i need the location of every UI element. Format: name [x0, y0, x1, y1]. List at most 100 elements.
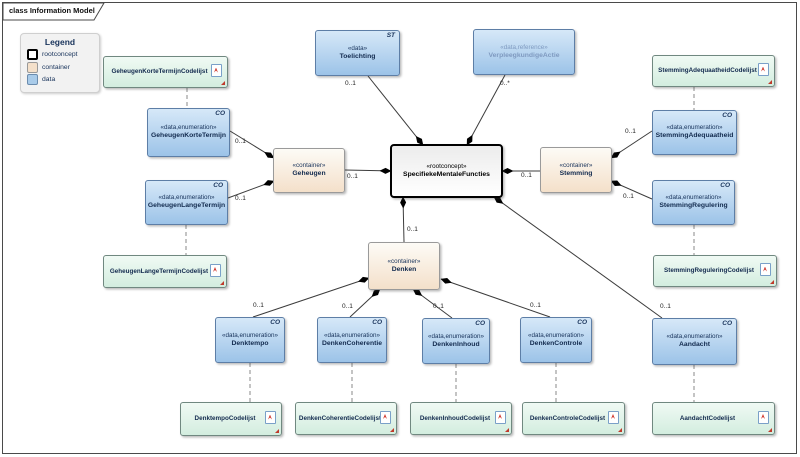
multiplicity-label: 0..1 — [235, 195, 246, 202]
node-stemming[interactable]: «container» Stemming — [540, 147, 612, 193]
node-denken[interactable]: «container» Denken — [368, 242, 440, 290]
codelist-denken-controle[interactable]: DenkenControleCodelijst — [522, 402, 625, 435]
node-geheugen-lange-termijn[interactable]: CO «data,enumeration» GeheugenLangeTermi… — [145, 180, 228, 225]
corner-badge: CO — [577, 319, 587, 326]
stereotype-label: «data,enumeration» — [221, 331, 278, 339]
node-toelichting[interactable]: ST «data» Toelichting — [315, 30, 400, 76]
container-swatch-icon — [27, 61, 38, 73]
document-icon — [211, 63, 222, 77]
node-name: Geheugen — [292, 170, 326, 178]
data-swatch-icon — [27, 74, 38, 85]
node-denken-inhoud[interactable]: CO «data,enumeration» DenkenInhoud — [422, 318, 490, 364]
node-name: DenktempoCodelijst — [194, 415, 256, 423]
node-name: AandachtCodelijst — [679, 414, 736, 422]
stereotype-label: «data,enumeration» — [427, 332, 484, 340]
stereotype-label: «container» — [559, 161, 593, 169]
document-icon — [758, 410, 769, 424]
legend-item-container: container — [27, 61, 93, 73]
node-geheugen[interactable]: «container» Geheugen — [273, 148, 345, 193]
node-name: Stemming — [559, 169, 593, 177]
node-denken-coherentie[interactable]: CO «data,enumeration» DenkenCoherentie — [317, 317, 387, 363]
node-specifieke-mentale-functies[interactable]: «rootconcept» SpecifiekeMentaleFuncties — [390, 144, 503, 198]
legend: Legend rootconcept container data — [20, 33, 100, 93]
node-name: DenkenCoherentieCodelijst — [298, 414, 382, 422]
multiplicity-label: 0..1 — [530, 302, 541, 309]
node-name: DenkenControleCodelijst — [529, 414, 606, 422]
multiplicity-label: 0..1 — [345, 80, 356, 87]
node-denken-controle[interactable]: CO «data,enumeration» DenkenControle — [520, 317, 592, 363]
document-icon — [265, 410, 276, 424]
node-name: DenkenInhoudCodelijst — [419, 414, 491, 422]
node-verpleegkundige-actie[interactable]: «data,reference» VerpleegkundigeActie — [473, 29, 575, 75]
node-name: Denken — [391, 265, 417, 273]
node-name: DenkenControle — [529, 339, 583, 347]
stereotype-label: «data,enumeration» — [160, 124, 217, 131]
node-name: StemmingAdequaatheidCodelijst — [658, 67, 757, 75]
corner-triangle-icon — [618, 428, 622, 432]
multiplicity-label: 0..1 — [235, 138, 246, 145]
rootconcept-swatch-icon — [27, 49, 38, 60]
stereotype-label: «data,enumeration» — [666, 333, 723, 340]
node-geheugen-korte-termijn[interactable]: CO «data,enumeration» GeheugenKorteTermi… — [147, 108, 230, 157]
corner-badge: CO — [720, 182, 730, 189]
corner-badge: CO — [215, 110, 225, 117]
stereotype-label: «data,enumeration» — [665, 194, 722, 201]
document-icon — [608, 410, 619, 424]
codelist-stemming-adequaatheid[interactable]: StemmingAdequaatheidCodelijst — [652, 55, 775, 87]
multiplicity-label: 0..1 — [347, 173, 358, 180]
node-name: DenkenCoherentie — [321, 339, 383, 347]
stereotype-label: «data» — [347, 44, 368, 52]
stereotype-label: «rootconcept» — [426, 162, 467, 170]
corner-triangle-icon — [770, 280, 774, 284]
document-icon — [380, 410, 391, 424]
node-stemming-regulering[interactable]: CO «data,enumeration» StemmingRegulering — [652, 180, 735, 225]
node-stemming-adequaatheid[interactable]: CO «data,enumeration» StemmingAdequaathe… — [652, 110, 737, 155]
corner-badge: CO — [722, 112, 732, 119]
legend-label: data — [42, 76, 56, 83]
codelist-denken-inhoud[interactable]: DenkenInhoudCodelijst — [410, 402, 512, 435]
node-name: VerpleegkundigeActie — [488, 51, 560, 59]
stereotype-label: «container» — [292, 162, 326, 169]
corner-triangle-icon — [220, 281, 224, 285]
codelist-aandacht[interactable]: AandachtCodelijst — [652, 402, 775, 435]
stereotype-label: «data,reference» — [500, 43, 548, 51]
multiplicity-label: 0..1 — [521, 172, 532, 179]
legend-item-data: data — [27, 74, 93, 85]
node-name: DenkenInhoud — [432, 340, 480, 348]
diagram-title: class Information Model — [9, 6, 95, 15]
frame-tab — [2, 2, 105, 21]
legend-title: Legend — [44, 37, 76, 47]
codelist-stemming-regulering[interactable]: StemmingReguleringCodelijst — [653, 255, 777, 287]
corner-triangle-icon — [505, 428, 509, 432]
node-name: GeheugenLangeTermijn — [147, 202, 226, 210]
multiplicity-label: 0..1 — [625, 128, 636, 135]
corner-badge: ST — [386, 32, 395, 39]
corner-badge: CO — [270, 319, 280, 326]
node-name: StemmingRegulering — [659, 202, 728, 210]
document-icon — [210, 263, 221, 277]
corner-triangle-icon — [221, 81, 225, 85]
stereotype-label: «data,enumeration» — [666, 124, 723, 131]
multiplicity-label: 0..1 — [433, 303, 444, 310]
corner-triangle-icon — [390, 428, 394, 432]
codelist-denken-coherentie[interactable]: DenkenCoherentieCodelijst — [295, 402, 397, 435]
corner-badge: CO — [213, 182, 223, 189]
corner-badge: CO — [372, 319, 382, 326]
corner-triangle-icon — [275, 429, 279, 433]
node-aandacht[interactable]: CO «data,enumeration» Aandacht — [652, 318, 737, 365]
corner-triangle-icon — [768, 80, 772, 84]
codelist-geheugen-lange-termijn[interactable]: GeheugenLangeTermijnCodelijst — [103, 255, 227, 288]
stereotype-label: «container» — [387, 257, 421, 265]
multiplicity-label: 0..1 — [660, 303, 671, 310]
codelist-geheugen-korte-termijn[interactable]: GeheugenKorteTermijnCodelijst — [103, 56, 228, 88]
codelist-denktempo[interactable]: DenktempoCodelijst — [180, 402, 282, 436]
stereotype-label: «data,enumeration» — [527, 331, 584, 339]
corner-triangle-icon — [768, 428, 772, 432]
node-name: GeheugenKorteTermijnCodelijst — [111, 68, 208, 76]
multiplicity-label: 0..1 — [407, 226, 418, 233]
node-name: StemmingAdequaatheid — [655, 132, 734, 140]
node-denktempo[interactable]: CO «data,enumeration» Denktempo — [215, 317, 285, 363]
legend-label: rootconcept — [42, 51, 78, 58]
